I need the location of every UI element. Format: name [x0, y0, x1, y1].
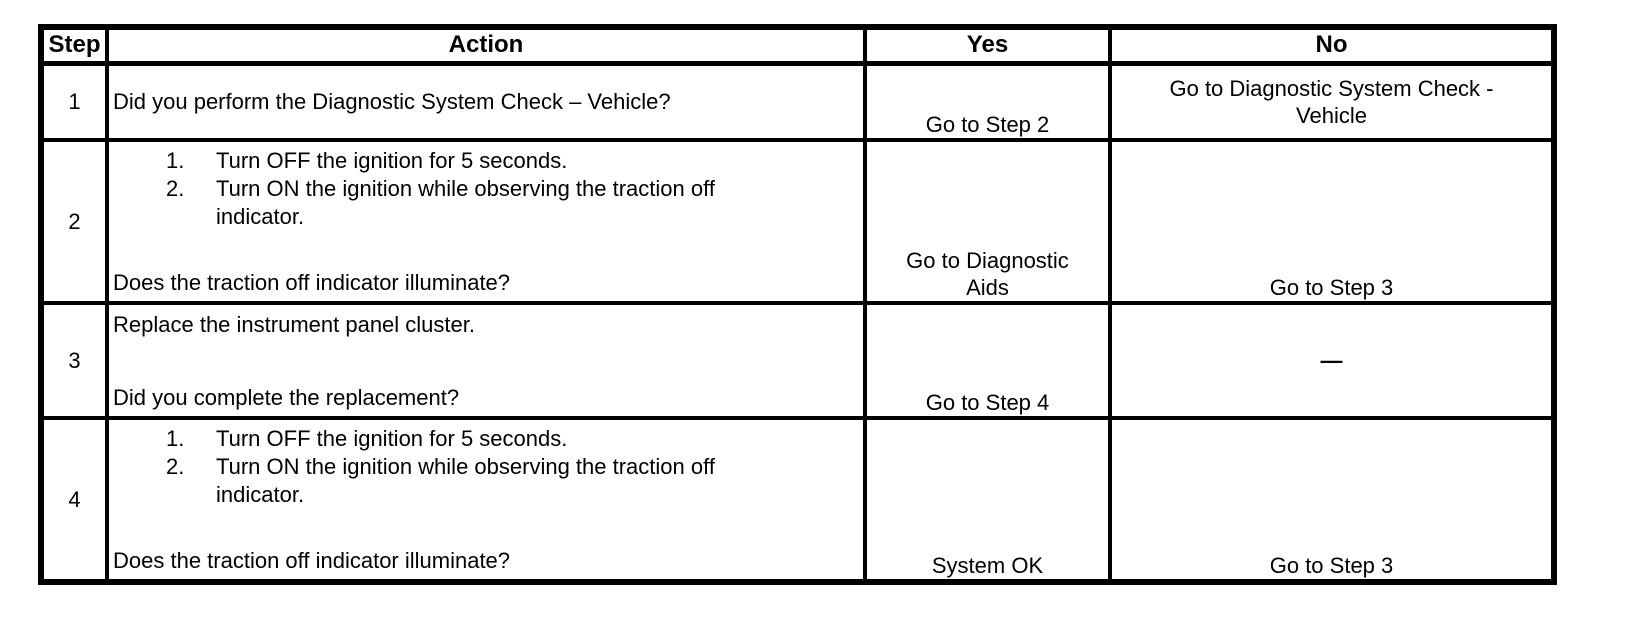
step-number: 4	[39, 416, 109, 584]
list-item-number: 2.	[166, 454, 185, 479]
list-item-text: Turn ON the ignition while observing the…	[216, 176, 715, 229]
no-cell: Go to Step 3	[1108, 138, 1556, 305]
step-number: 3	[39, 301, 109, 420]
column-header-no: No	[1108, 25, 1556, 66]
no-result: Go to Diagnostic System Check - Vehicle	[1169, 75, 1494, 128]
list-item-number: 2.	[166, 176, 185, 201]
no-result: Go to Step 3	[1269, 553, 1394, 578]
yes-cell: Go to Step 2	[863, 61, 1112, 142]
action-cell: 1. Turn OFF the ignition for 5 seconds. …	[105, 138, 867, 305]
action-numbered-list: 1. Turn OFF the ignition for 5 seconds. …	[109, 420, 863, 509]
action-cell: Did you perform the Diagnostic System Ch…	[105, 61, 867, 142]
list-item-text: Turn OFF the ignition for 5 seconds.	[216, 426, 568, 451]
action-question: Did you complete the replacement?	[113, 385, 460, 410]
list-item-text: Turn ON the ignition while observing the…	[216, 454, 715, 507]
table-row: 4 1. Turn OFF the ignition for 5 seconds…	[39, 416, 1556, 584]
action-question: Did you perform the Diagnostic System Ch…	[113, 89, 671, 115]
column-header-step: Step	[39, 25, 109, 66]
yes-cell: Go to Step 4	[863, 301, 1112, 420]
action-numbered-list: 1. Turn OFF the ignition for 5 seconds. …	[109, 142, 863, 231]
list-item: 1. Turn OFF the ignition for 5 seconds.	[109, 425, 863, 453]
yes-result: System OK	[931, 553, 1044, 578]
yes-result: Go to Step 2	[925, 112, 1050, 137]
yes-result: Go to Step 4	[925, 390, 1050, 415]
no-cell: —	[1108, 301, 1556, 420]
list-item-text: Turn OFF the ignition for 5 seconds.	[216, 148, 568, 173]
yes-cell: System OK	[863, 416, 1112, 584]
yes-result: Go to Diagnostic Aids	[906, 248, 1069, 300]
action-question: Does the traction off indicator illumina…	[113, 270, 511, 295]
table-row: 3 Replace the instrument panel cluster. …	[39, 301, 1556, 420]
action-instruction: Replace the instrument panel cluster.	[113, 312, 475, 337]
list-item: 1. Turn OFF the ignition for 5 seconds.	[109, 147, 863, 175]
table-row: 1 Did you perform the Diagnostic System …	[39, 61, 1556, 142]
column-header-action: Action	[105, 25, 867, 66]
action-question: Does the traction off indicator illumina…	[113, 548, 511, 573]
action-cell: 1. Turn OFF the ignition for 5 seconds. …	[105, 416, 867, 584]
action-cell: Replace the instrument panel cluster. Di…	[105, 301, 867, 420]
diagnostic-steps-table: Step Action Yes No 1 Did you perform the…	[38, 24, 1557, 585]
list-item: 2. Turn ON the ignition while observing …	[109, 453, 863, 509]
table-row: 2 1. Turn OFF the ignition for 5 seconds…	[39, 138, 1556, 305]
no-cell: Go to Step 3	[1108, 416, 1556, 584]
list-item: 2. Turn ON the ignition while observing …	[109, 175, 863, 231]
step-number: 1	[39, 61, 109, 142]
step-number: 2	[39, 138, 109, 305]
no-result-dash: —	[1320, 348, 1343, 373]
list-item-number: 1.	[166, 148, 185, 173]
list-item-number: 1.	[166, 426, 185, 451]
no-cell: Go to Diagnostic System Check - Vehicle	[1108, 61, 1556, 142]
no-result: Go to Step 3	[1269, 275, 1394, 300]
table-header-row: Step Action Yes No	[39, 25, 1556, 66]
yes-cell: Go to Diagnostic Aids	[863, 138, 1112, 305]
column-header-yes: Yes	[863, 25, 1112, 66]
